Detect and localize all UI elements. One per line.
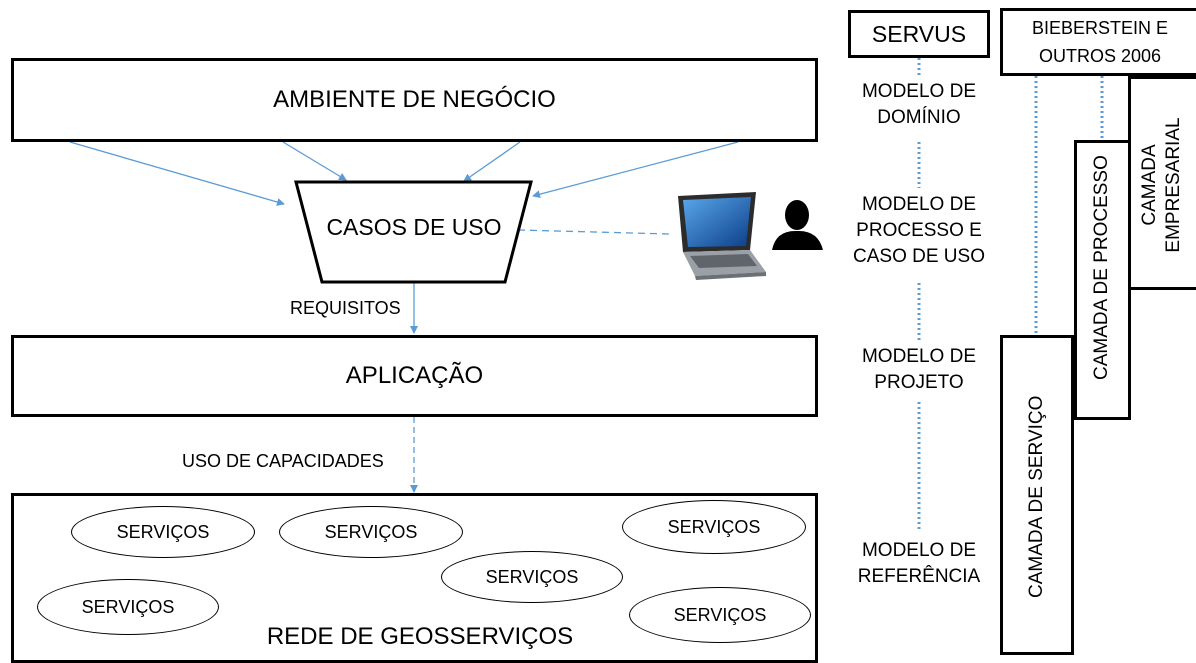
use-cases-label: CASOS DE USO xyxy=(326,214,502,240)
service-node: SERVIÇOS xyxy=(622,500,806,554)
arrow-business-to-usecases-2 xyxy=(282,141,347,181)
usecase-laptop-link xyxy=(517,229,671,235)
capabilities-label: USO DE CAPACIDADES xyxy=(182,451,384,471)
application-box: APLICAÇÃO xyxy=(11,335,818,417)
application-label: APLICAÇÃO xyxy=(345,362,484,389)
business-environment-label: AMBIENTE DE NEGÓCIO xyxy=(273,86,556,113)
service-node: SERVIÇOS xyxy=(279,506,463,558)
servus-title-box: SERVUS xyxy=(848,10,990,58)
requirements-label: REQUISITOS xyxy=(290,298,401,318)
arrow-business-to-usecases-1 xyxy=(69,141,285,206)
business-environment-box: AMBIENTE DE NEGÓCIO xyxy=(11,58,818,142)
service-layer-label: CAMADA DE SERVIÇO xyxy=(1026,395,1047,598)
servus-model-reference: MODELO DE REFERÊNCIA xyxy=(857,540,981,587)
service-node: SERVIÇOS xyxy=(71,506,255,558)
service-layer-box xyxy=(1000,335,1074,655)
enterprise-layer-label: CAMADA EMPRESARIAL xyxy=(1139,117,1184,253)
servus-model-design: MODELO DE PROJETO xyxy=(861,346,977,393)
servus-title: SERVUS xyxy=(871,20,967,47)
bieberstein-title-box xyxy=(1000,8,1196,76)
servus-model-domain: MODELO DE DOMÍNIO xyxy=(861,81,977,128)
process-layer-box xyxy=(1074,140,1131,420)
geoservices-network-label: REDE DE GEOSSERVIÇOS xyxy=(266,623,574,650)
arrow-business-to-usecases-3 xyxy=(463,141,521,182)
bieberstein-title: BIEBERSTEIN E OUTROS 2006 xyxy=(1031,18,1169,66)
service-node: SERVIÇOS xyxy=(629,587,811,643)
process-layer-label: CAMADA DE PROCESSO xyxy=(1091,155,1112,380)
service-node: SERVIÇOS xyxy=(37,579,219,635)
arrow-business-to-usecases-4 xyxy=(532,141,739,199)
service-node: SERVIÇOS xyxy=(441,551,623,603)
servus-model-process: MODELO DE PROCESSO E CASO DE USO xyxy=(853,194,985,267)
